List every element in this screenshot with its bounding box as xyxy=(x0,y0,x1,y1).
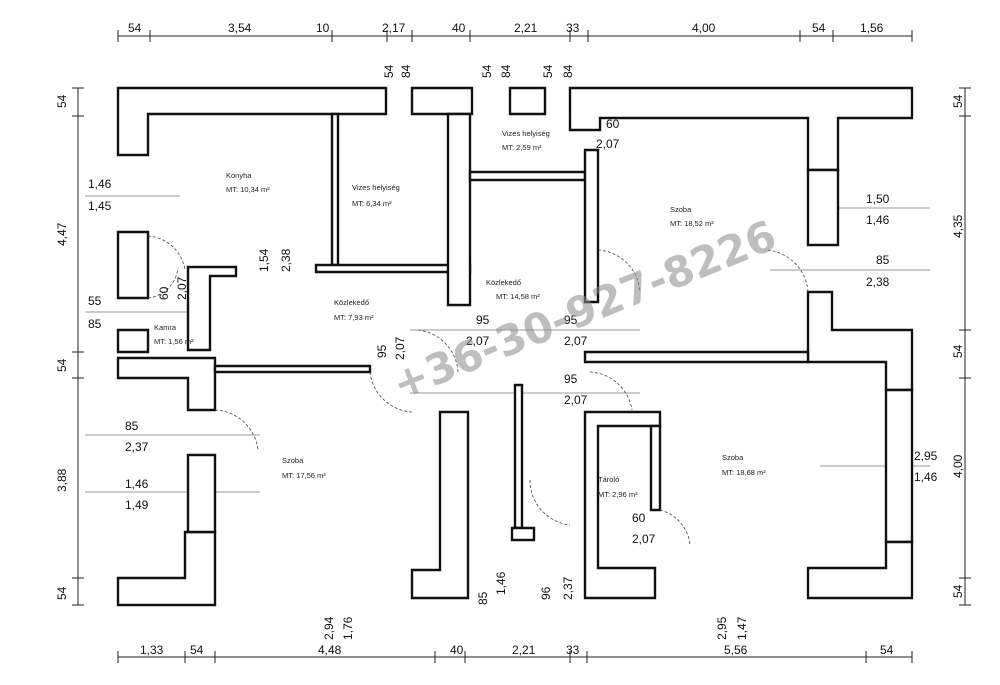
dim-int-146: 1,46 xyxy=(866,213,890,227)
dim-int-95a: 95 xyxy=(375,344,389,358)
room-area-kamra: MT: 1,56 m² xyxy=(154,337,194,346)
dim-bottom-3: 4,48 xyxy=(318,643,342,657)
room-area-szoba-sw: MT: 17,56 m² xyxy=(282,471,326,480)
dim-top-9: 54 xyxy=(812,21,826,35)
dim-int-237b: 2,37 xyxy=(561,576,575,600)
room-name-konyha: Konyha xyxy=(226,171,252,180)
dim-int-60: 60 xyxy=(157,286,171,300)
dim-top-8: 4,00 xyxy=(692,21,716,35)
dim-right-4: 4,00 xyxy=(951,454,965,478)
room-name-tarolo: Tároló xyxy=(598,475,619,484)
dim-int-207c: 2,07 xyxy=(564,334,588,348)
dim-int-207a: 2,07 xyxy=(393,336,407,360)
dim-bottom-2: 54 xyxy=(190,643,204,657)
dim-int-95d: 95 xyxy=(564,372,578,386)
room-area-szoba-ne: MT: 18,52 m² xyxy=(670,219,714,228)
dim-int-207d: 2,07 xyxy=(564,393,588,407)
dim-bottom-6: 33 xyxy=(566,643,580,657)
dim-opening-4: 84 xyxy=(499,64,513,78)
dim-left-3: 3,88 xyxy=(55,468,69,492)
dimension-labels: 54 3,54 10 2,17 40 2,21 33 4,00 54 1,56 … xyxy=(55,21,965,657)
dim-right-5: 54 xyxy=(951,584,965,598)
dim-int-238b: 2,38 xyxy=(866,275,890,289)
dim-int-237: 2,37 xyxy=(125,440,149,454)
dim-int-60b: 60 xyxy=(606,117,620,131)
dim-int-85: 85 xyxy=(876,253,890,267)
dim-left-146: 1,46 xyxy=(88,177,112,191)
dim-int-60c: 60 xyxy=(632,511,646,525)
dim-left-55: 55 xyxy=(88,294,102,308)
room-name-szoba-ne: Szoba xyxy=(670,205,692,214)
dim-int-149: 1,49 xyxy=(125,498,149,512)
room-name-szoba-sw: Szoba xyxy=(282,456,304,465)
dim-left-1: 54 xyxy=(55,94,69,108)
dim-int-154: 1,54 xyxy=(257,248,271,272)
room-area-vizes2: MT: 2,59 m² xyxy=(502,143,542,152)
dim-opening-3: 54 xyxy=(480,64,494,78)
dim-right-3: 54 xyxy=(951,344,965,358)
dim-int-207b: 2,07 xyxy=(466,334,490,348)
dim-int-146c: 1,46 xyxy=(914,470,938,484)
walls xyxy=(116,86,914,607)
room-name-vizes2: Vizes helyiség xyxy=(502,129,550,138)
dim-top-2: 3,54 xyxy=(228,21,252,35)
room-name-vizes1: Vizes helyiség xyxy=(352,183,400,192)
dim-top-10: 1,56 xyxy=(860,21,884,35)
door-swings xyxy=(147,235,809,546)
dim-top-4: 2,17 xyxy=(382,21,406,35)
dim-int-294: 2,94 xyxy=(322,616,336,640)
dim-int-295: 2,95 xyxy=(914,449,938,463)
room-name-kozlekedo-w: Közlekedő xyxy=(334,298,369,307)
dim-opening-5: 54 xyxy=(541,64,555,78)
dim-int-176: 1,76 xyxy=(341,616,355,640)
room-area-tarolo: MT: 2,96 m² xyxy=(598,490,638,499)
dim-right-1: 54 xyxy=(951,94,965,108)
dim-opening-2: 84 xyxy=(399,64,413,78)
dim-bottom-1: 1,33 xyxy=(140,643,164,657)
room-area-kozlekedo-w: MT: 7,93 m² xyxy=(334,313,374,322)
dim-top-6: 2,21 xyxy=(514,21,538,35)
dim-bottom-8: 54 xyxy=(880,643,894,657)
dim-top-1: 54 xyxy=(128,21,142,35)
dim-int-207e: 2,07 xyxy=(596,137,620,151)
dim-left-5: 54 xyxy=(55,586,69,600)
room-labels: Konyha MT: 10,34 m² Vizes helyiség MT: 6… xyxy=(154,129,766,499)
room-name-kamra: Kamra xyxy=(154,323,177,332)
dim-opening-1: 54 xyxy=(382,64,396,78)
dim-int-207f: 2,07 xyxy=(632,532,656,546)
dim-int-96: 96 xyxy=(539,586,553,600)
dim-int-150: 1,50 xyxy=(866,192,890,206)
dim-int-207: 2,07 xyxy=(175,276,189,300)
dim-left-4: 54 xyxy=(55,358,69,372)
room-area-konyha: MT: 10,34 m² xyxy=(226,185,270,194)
dim-int-147: 1,47 xyxy=(735,616,749,640)
dim-left-2: 4,47 xyxy=(55,222,69,246)
dim-int-85c: 85 xyxy=(476,591,490,605)
dim-top-7: 33 xyxy=(566,21,580,35)
dim-left-145: 1,45 xyxy=(88,199,112,213)
dim-top-3: 10 xyxy=(316,21,330,35)
dimension-lines xyxy=(72,30,971,663)
room-area-szoba-se: MT: 18,68 m² xyxy=(722,468,766,477)
dim-int-146b: 1,46 xyxy=(125,477,149,491)
dim-right-2: 4,35 xyxy=(951,214,965,238)
dim-opening-6: 84 xyxy=(561,64,575,78)
dim-bottom-5: 2,21 xyxy=(512,643,536,657)
room-area-kozlekedo-c: MT: 14,58 m² xyxy=(496,292,540,301)
dim-top-5: 40 xyxy=(452,21,466,35)
dim-int-146d: 1,46 xyxy=(494,571,508,595)
dim-left-85: 85 xyxy=(88,317,102,331)
room-area-vizes1: MT: 6,34 m² xyxy=(352,199,392,208)
dim-int-85b: 85 xyxy=(125,419,139,433)
dim-int-95c: 95 xyxy=(564,313,578,327)
dim-bottom-7: 5,56 xyxy=(724,643,748,657)
dim-bottom-4: 40 xyxy=(450,643,464,657)
dim-int-95b: 95 xyxy=(476,313,490,327)
room-name-kozlekedo-c: Közlekedő xyxy=(486,278,521,287)
room-name-szoba-se: Szoba xyxy=(722,453,744,462)
dim-int-295b: 2,95 xyxy=(715,616,729,640)
dim-int-238: 2,38 xyxy=(279,248,293,272)
